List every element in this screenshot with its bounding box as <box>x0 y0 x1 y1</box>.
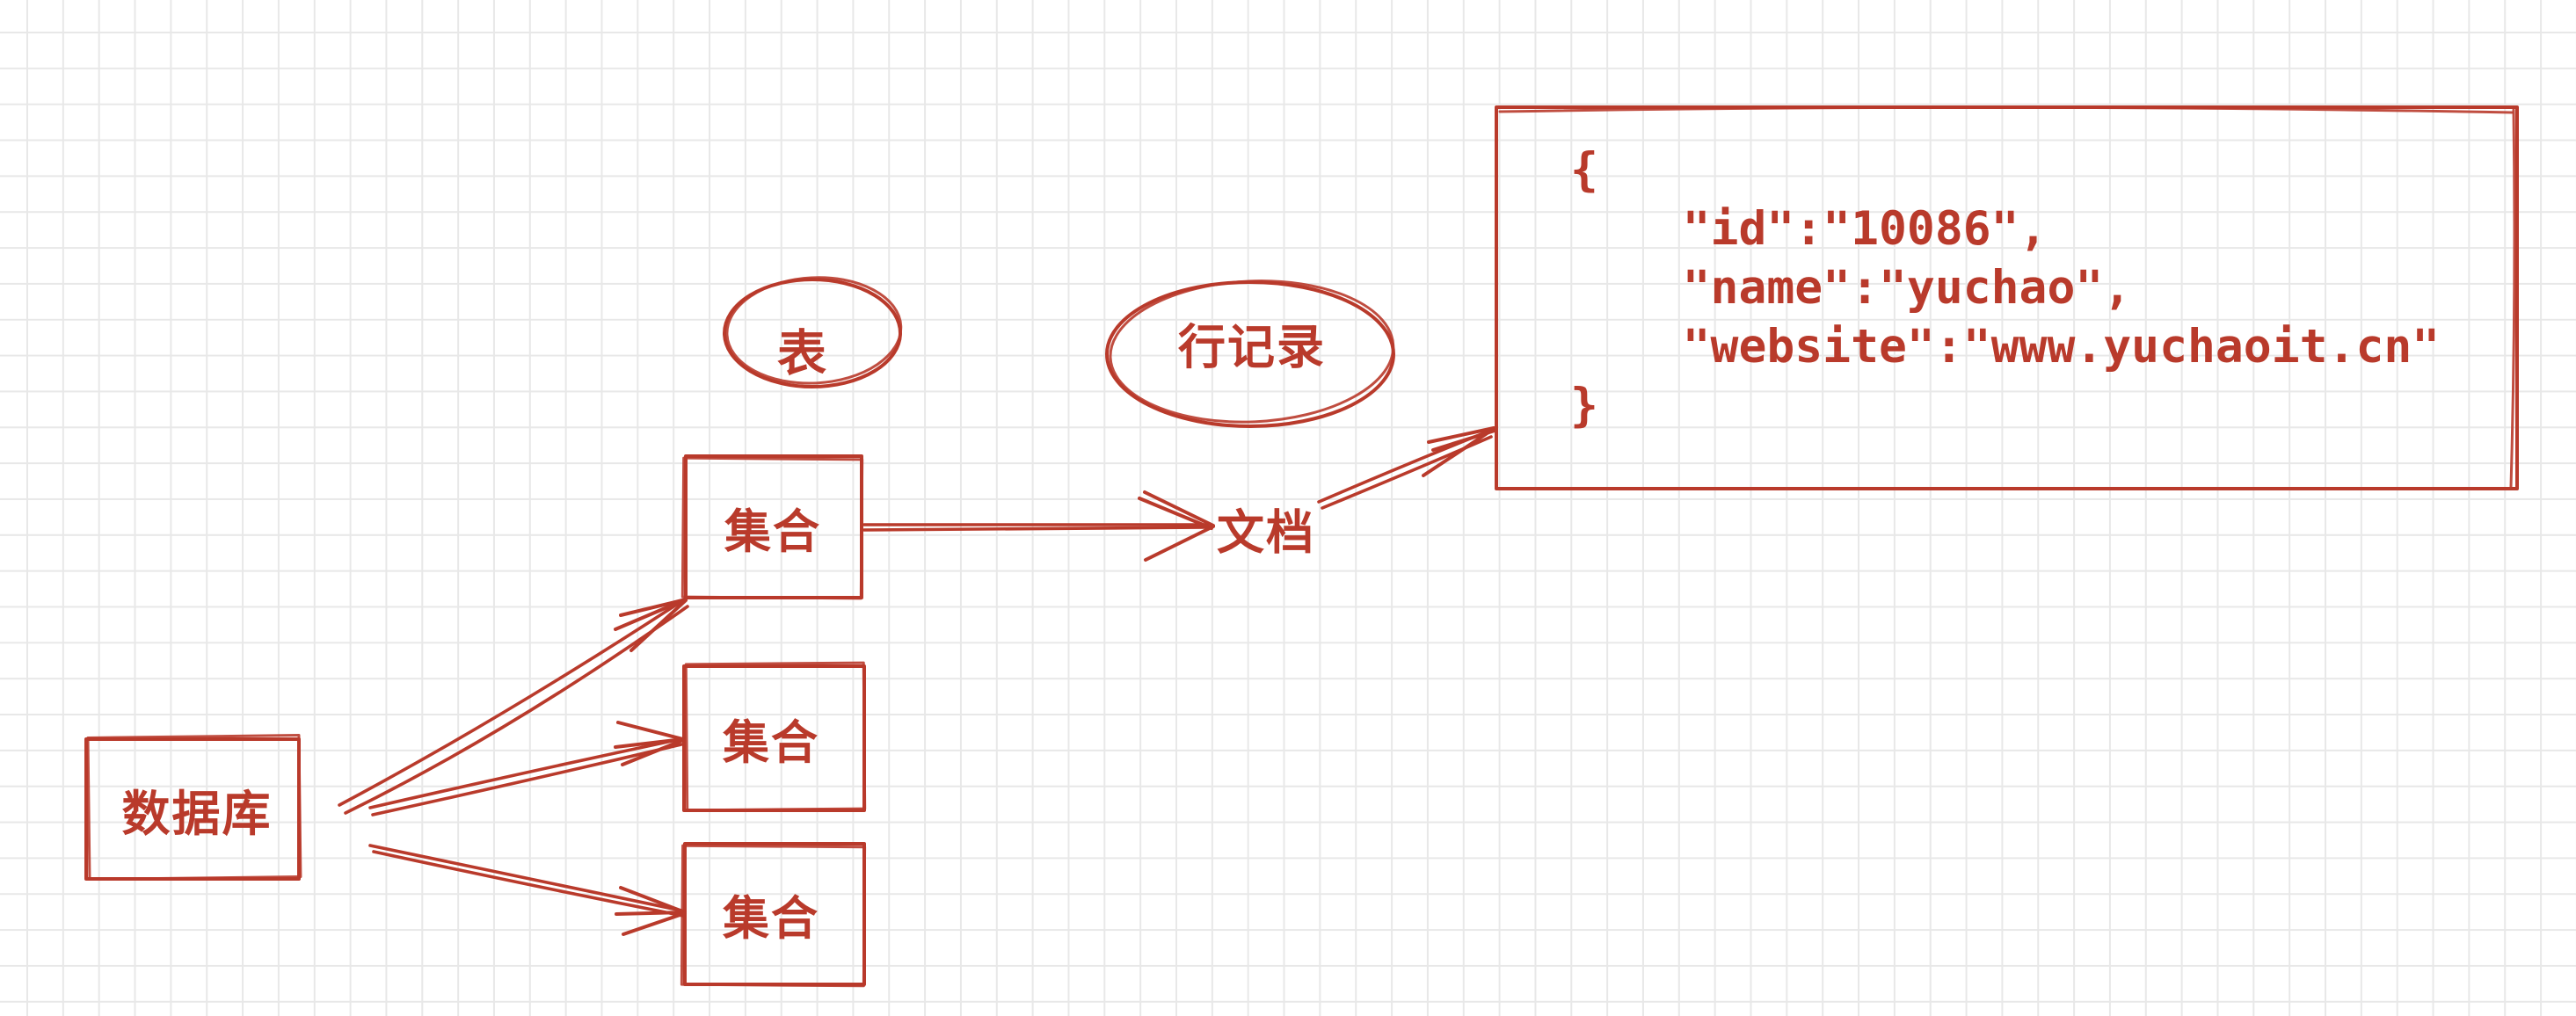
collection-3-label: 集合 <box>723 893 819 945</box>
collection-1-label: 集合 <box>724 506 821 558</box>
database-label: 数据库 <box>121 787 273 841</box>
document-label: 文档 <box>1217 506 1315 560</box>
json-box <box>1495 105 2519 490</box>
collection-2-label: 集合 <box>723 717 819 769</box>
json-code: { "id":"10086", "name":"yuchao", "websit… <box>1570 143 2441 432</box>
arrow-database-to-collection-1 <box>338 598 689 815</box>
arrow-collection-to-document <box>862 490 1215 562</box>
collection-box-1 <box>680 454 864 600</box>
arrow-database-to-collection-3 <box>368 844 687 936</box>
arrow-database-to-collection-2 <box>368 721 685 816</box>
database-box <box>84 734 302 881</box>
row-record-ellipse <box>1105 279 1395 428</box>
table-ellipse <box>723 276 903 388</box>
table-label: 表 <box>777 325 828 381</box>
row-record-label: 行记录 <box>1178 321 1326 374</box>
arrow-document-to-json-box <box>1317 426 1496 510</box>
